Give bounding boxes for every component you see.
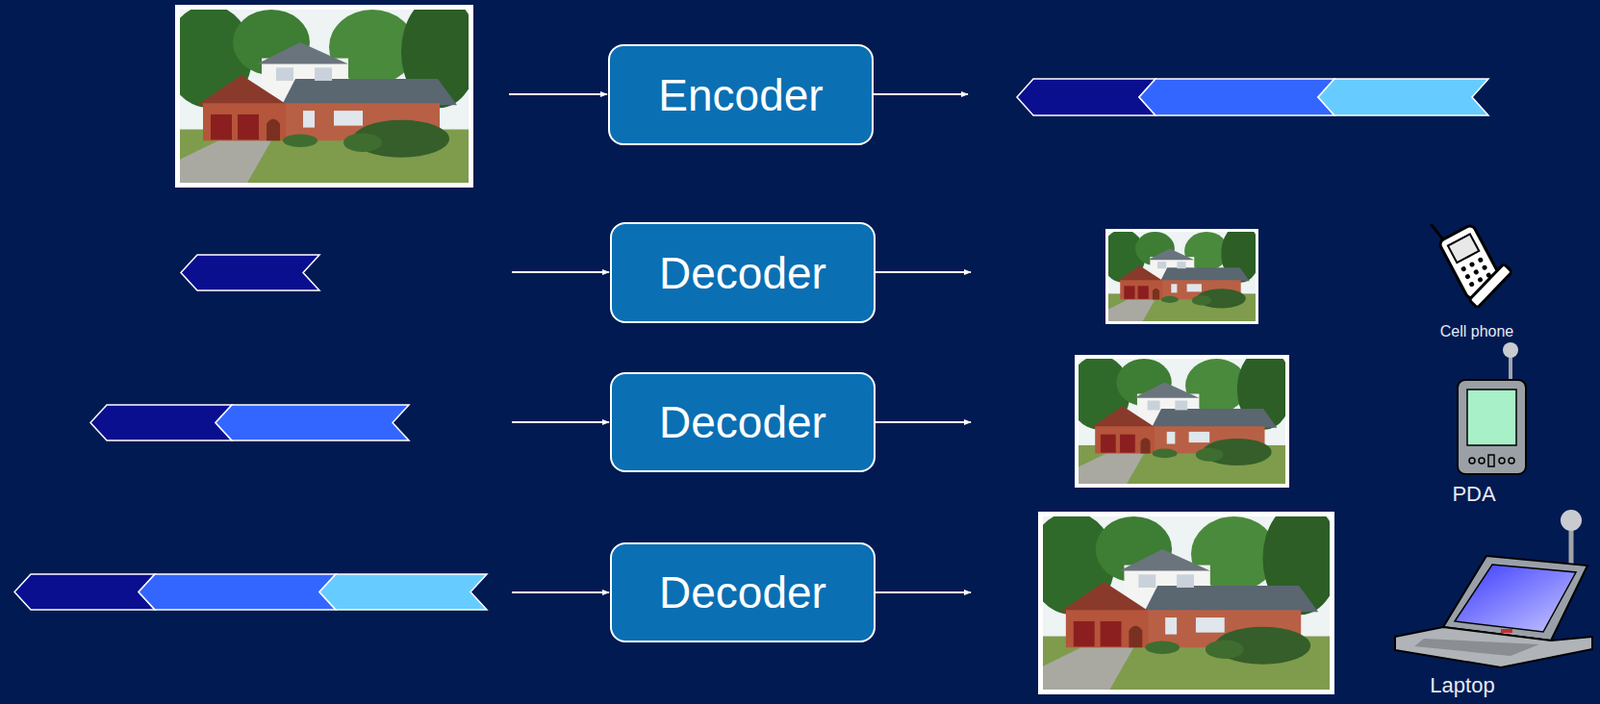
process-box: Encoder <box>608 44 874 146</box>
house-image <box>1028 502 1340 690</box>
process-box: Decoder <box>609 542 876 643</box>
house-image <box>1100 224 1261 322</box>
flow-arrows <box>508 94 971 593</box>
laptop-icon <box>1395 509 1593 668</box>
box-label: Encoder <box>658 69 823 122</box>
box-label: Decoder <box>659 247 827 300</box>
device-label: Laptop <box>1429 673 1495 699</box>
device-label: Cell phone <box>1440 323 1515 341</box>
house-image <box>165 0 479 183</box>
process-box: Decoder <box>609 372 876 473</box>
box-label: Decoder <box>659 566 827 619</box>
phone-icon <box>1429 201 1521 310</box>
house-image <box>1067 348 1293 484</box>
device-label: PDA <box>1451 482 1496 508</box>
process-box: Decoder <box>609 222 876 324</box>
box-label: Decoder <box>659 396 827 449</box>
pda-icon <box>1457 342 1526 475</box>
